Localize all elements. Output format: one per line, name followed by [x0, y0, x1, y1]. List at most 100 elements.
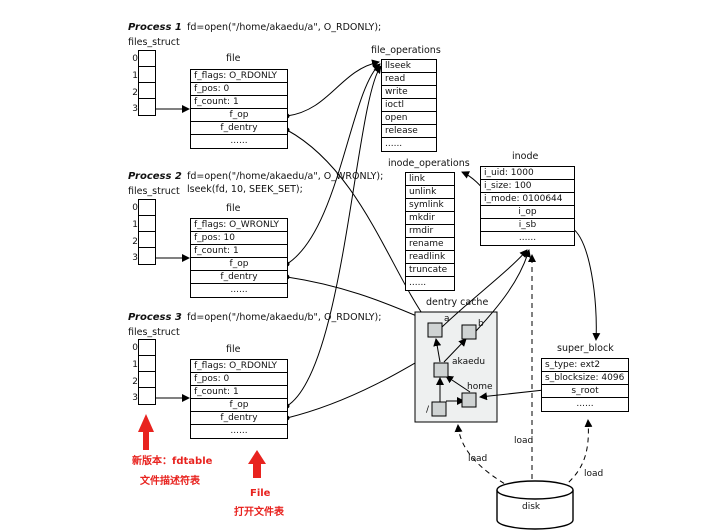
- iop-row: readlink: [406, 251, 454, 264]
- file-row: f_flags: O_RDONLY: [191, 360, 287, 373]
- file-row: f_flags: O_RDONLY: [191, 70, 287, 83]
- iop-row: truncate: [406, 264, 454, 277]
- fd-slot-3: [139, 99, 155, 115]
- sb-row: ......: [576, 399, 594, 409]
- fop-row: open: [382, 112, 436, 125]
- process3-files-struct-label: files_struct: [128, 327, 180, 338]
- process2-title: Process 2: [128, 171, 182, 182]
- file-annotation-line1: File: [250, 488, 271, 499]
- process2-code2: lseek(fd, 10, SEEK_SET);: [187, 184, 303, 195]
- dentry-node-home: [461, 392, 477, 408]
- p2-index-2: 2: [132, 237, 138, 247]
- process1-title: Process 1: [128, 22, 182, 33]
- fd-slot-3: [139, 248, 155, 264]
- disk-label: disk: [522, 502, 541, 512]
- fd-slot-0: [139, 51, 155, 67]
- p3-index-1: 1: [132, 360, 138, 370]
- p1-index-1: 1: [132, 71, 138, 81]
- process1-code: fd=open("/home/akaedu/a", O_RDONLY);: [187, 22, 382, 33]
- inode-row: i_uid: 1000: [481, 167, 574, 180]
- inode-row: i_size: 100: [481, 180, 574, 193]
- inode-operations-label: inode_operations: [388, 158, 470, 169]
- iop-row: unlink: [406, 186, 454, 199]
- fop-row: ioctl: [382, 99, 436, 112]
- iop-row: symlink: [406, 199, 454, 212]
- process1-file-label: file: [226, 53, 241, 64]
- iop-row: rename: [406, 238, 454, 251]
- process2-files-struct-label: files_struct: [128, 186, 180, 197]
- dentry-to-inode-arrows: [441, 249, 531, 332]
- file-operations-label: file_operations: [371, 45, 441, 56]
- p2-index-3: 3: [132, 253, 138, 263]
- process3-title: Process 3: [128, 312, 182, 323]
- process2-files-struct: [138, 199, 156, 265]
- fd-slot-2: [139, 232, 155, 248]
- dentry-node-root: [431, 401, 447, 417]
- file-row: f_dentry: [191, 412, 287, 425]
- process1-files-struct-label: files_struct: [128, 37, 180, 48]
- p2-index-1: 1: [132, 220, 138, 230]
- inode-label: inode: [512, 151, 539, 162]
- process3-files-struct: [138, 339, 156, 405]
- process3-file-table: f_flags: O_RDONLY f_pos: 0 f_count: 1 f_…: [190, 359, 288, 439]
- fd-slot-1: [139, 67, 155, 83]
- p1-index-0: 0: [132, 54, 138, 64]
- p3-index-3: 3: [132, 393, 138, 403]
- file-row: f_dentry: [191, 271, 287, 284]
- inode-row: ......: [518, 233, 537, 243]
- fop-row: read: [382, 73, 436, 86]
- file-row: f_count: 1: [191, 386, 287, 399]
- p3-index-0: 0: [132, 343, 138, 353]
- fd-slot-1: [139, 216, 155, 232]
- fd-slot-1: [139, 356, 155, 372]
- inode-row: i_sb: [481, 219, 574, 232]
- file-row: f_flags: O_WRONLY: [191, 219, 287, 232]
- dentry-label-a: a: [444, 314, 450, 324]
- fdtable-annotation-line1: 新版本：fdtable: [132, 456, 213, 467]
- process1-file-table: f_flags: O_RDONLY f_pos: 0 f_count: 1 f_…: [190, 69, 288, 149]
- dentry-node-a: [427, 322, 443, 338]
- file-row: ......: [230, 136, 248, 146]
- sb-row: s_type: ext2: [542, 359, 628, 372]
- dentry-nodes: [427, 322, 477, 417]
- iop-row: ......: [409, 278, 427, 288]
- dentry-label-akaedu: akaedu: [452, 357, 486, 367]
- file-row: f_pos: 10: [191, 232, 287, 245]
- fop-row: write: [382, 86, 436, 99]
- process3-file-label: file: [226, 344, 241, 355]
- disk-icon: [496, 480, 574, 530]
- process1-files-struct: [138, 50, 156, 116]
- fd-slot-0: [139, 200, 155, 216]
- fop-row: release: [382, 125, 436, 138]
- inode-table: i_uid: 1000 i_size: 100 i_mode: 0100644 …: [480, 166, 575, 246]
- load-label-middle: load: [514, 436, 534, 446]
- inode-row: i_op: [481, 206, 574, 219]
- iop-row: rmdir: [406, 225, 454, 238]
- f-op-arrows: [284, 59, 382, 409]
- dentry-label-root: /: [426, 405, 430, 415]
- fd-slot-3: [139, 388, 155, 404]
- dentry-node-akaedu: [433, 362, 449, 378]
- fd-slot-2: [139, 83, 155, 99]
- p1-index-3: 3: [132, 104, 138, 114]
- sb-row: s_root: [542, 385, 628, 398]
- fop-row: ......: [385, 139, 403, 149]
- load-label-left: load: [468, 454, 488, 464]
- file-row: f_pos: 0: [191, 83, 287, 96]
- dentry-node-b: [461, 324, 477, 340]
- file-row: ......: [230, 426, 248, 436]
- p2-index-0: 0: [132, 203, 138, 213]
- dentry-label-b: b: [478, 319, 484, 329]
- dentry-label-home: home: [467, 382, 493, 392]
- super-block-table: s_type: ext2 s_blocksize: 4096 s_root ..…: [541, 358, 629, 412]
- process2-file-label: file: [226, 203, 241, 214]
- iop-row: mkdir: [406, 212, 454, 225]
- p3-index-2: 2: [132, 377, 138, 387]
- file-row: f_count: 1: [191, 96, 287, 109]
- file-row: f_dentry: [191, 122, 287, 135]
- file-row: ......: [230, 285, 248, 295]
- file-row: f_op: [191, 109, 287, 122]
- process2-file-table: f_flags: O_WRONLY f_pos: 10 f_count: 1 f…: [190, 218, 288, 298]
